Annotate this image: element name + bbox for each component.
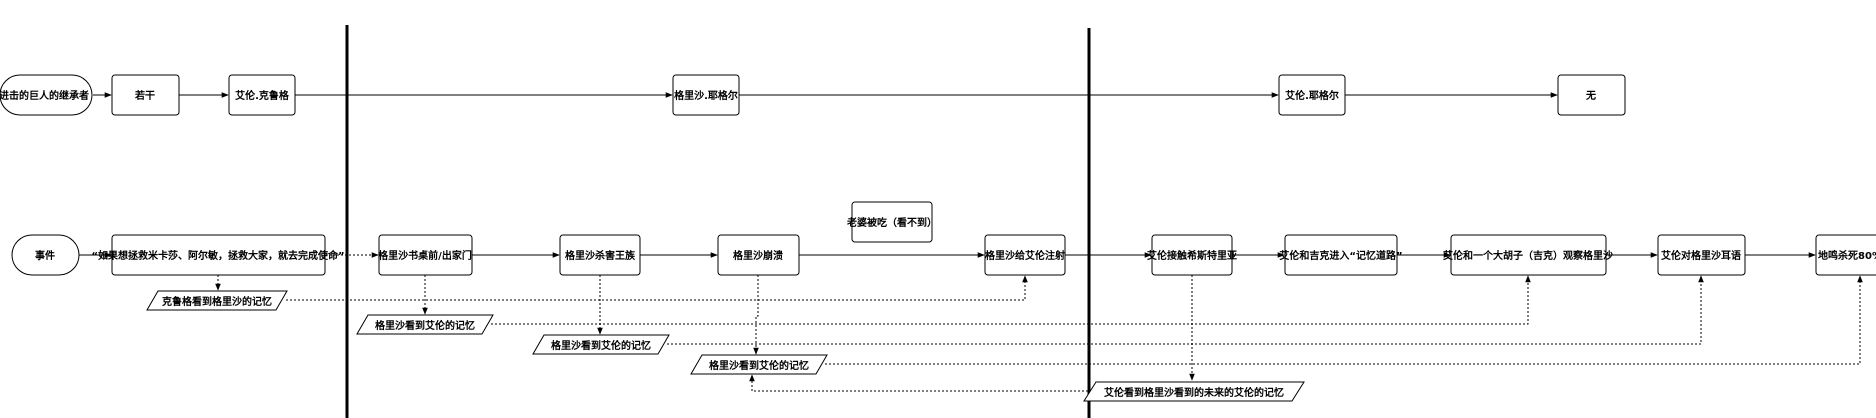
node-event-historia: 艾伦接触希斯特里亚	[1147, 234, 1237, 276]
node-event-whisper: 艾伦对格里沙耳语	[1657, 234, 1746, 276]
svg-text:老婆被吃（看不到）: 老婆被吃（看不到）	[846, 216, 937, 229]
memory-eren-sees-future: 艾伦看到格里沙看到的未来的艾伦的记忆	[1083, 381, 1305, 402]
node-event-breakdown: 格里沙崩溃	[717, 234, 800, 276]
memory-links	[215, 275, 1863, 392]
svg-text:艾伦.克鲁格: 艾伦.克鲁格	[235, 89, 290, 102]
svg-text:格里沙书桌前/出家门: 格里沙书桌前/出家门	[378, 249, 472, 262]
node-event-rumbling: 地鸣杀死80%	[1815, 234, 1876, 276]
node-inheritor-start: 进击的巨人的继承者	[0, 74, 93, 116]
svg-text:无: 无	[1585, 90, 1596, 102]
node-event-wife-eaten: 老婆被吃（看不到）	[846, 201, 937, 243]
node-inheritor-eren: 艾伦.耶格尔	[1278, 74, 1346, 116]
svg-text:艾伦对格里沙耳语: 艾伦对格里沙耳语	[1661, 249, 1741, 262]
memory-grisha-sees-eren-3: 格里沙看到艾伦的记忆	[690, 354, 828, 375]
svg-text:格里沙给艾伦注射: 格里沙给艾伦注射	[985, 249, 1065, 262]
svg-text:事件: 事件	[35, 249, 55, 262]
svg-text:艾伦和一个大胡子（吉克）观察格里沙: 艾伦和一个大胡子（吉克）观察格里沙	[1443, 249, 1613, 262]
svg-text:格里沙杀害王族: 格里沙杀害王族	[565, 249, 636, 262]
svg-text:艾伦.耶格尔: 艾伦.耶格尔	[1285, 89, 1339, 102]
svg-text:艾伦看到格里沙看到的未来的艾伦的记忆: 艾伦看到格里沙看到的未来的艾伦的记忆	[1104, 386, 1284, 399]
svg-text:进击的巨人的继承者: 进击的巨人的继承者	[0, 89, 89, 102]
node-event-mission: “如果想拯救米卡莎、阿尔敏，拯救大家，就去完成使命”	[91, 234, 345, 276]
svg-text:格里沙看到艾伦的记忆: 格里沙看到艾伦的记忆	[551, 339, 651, 352]
memory-grisha-sees-eren-2: 格里沙看到艾伦的记忆	[532, 334, 670, 355]
node-inheritor-several: 若干	[111, 74, 180, 116]
svg-text:格里沙看到艾伦的记忆: 格里沙看到艾伦的记忆	[709, 359, 809, 372]
memory-grisha-sees-eren-1: 格里沙看到艾伦的记忆	[356, 314, 494, 335]
node-event-kill-royals: 格里沙杀害王族	[559, 234, 641, 276]
svg-text:若干: 若干	[134, 89, 155, 102]
node-event-observe: 艾伦和一个大胡子（吉克）观察格里沙	[1443, 234, 1613, 276]
node-event-start: 事件	[11, 234, 80, 276]
svg-text:格里沙.耶格尔: 格里沙.耶格尔	[674, 89, 738, 102]
node-inheritor-grisha: 格里沙.耶格尔	[672, 74, 740, 116]
svg-text:艾伦和吉克进入“记忆道路”: 艾伦和吉克进入“记忆道路”	[1279, 249, 1402, 262]
node-event-desk: 格里沙书桌前/出家门	[378, 234, 473, 276]
svg-text:“如果想拯救米卡莎、阿尔敏，拯救大家，就去完成使命”: “如果想拯救米卡莎、阿尔敏，拯救大家，就去完成使命”	[91, 249, 344, 262]
node-event-memory-road: 艾伦和吉克进入“记忆道路”	[1279, 234, 1403, 276]
node-event-injection: 格里沙给艾伦注射	[984, 234, 1066, 276]
node-inheritor-kruger: 艾伦.克鲁格	[228, 74, 296, 116]
svg-text:克鲁格看到格里沙的记忆: 克鲁格看到格里沙的记忆	[162, 295, 272, 308]
svg-text:地鸣杀死80%: 地鸣杀死80%	[1818, 249, 1876, 262]
svg-text:格里沙崩溃: 格里沙崩溃	[733, 249, 783, 262]
svg-text:艾伦接触希斯特里亚: 艾伦接触希斯特里亚	[1147, 249, 1237, 262]
memory-kruger-sees-grisha: 克鲁格看到格里沙的记忆	[146, 290, 288, 311]
svg-text:格里沙看到艾伦的记忆: 格里沙看到艾伦的记忆	[375, 319, 475, 332]
node-inheritor-none: 无	[1557, 74, 1626, 116]
